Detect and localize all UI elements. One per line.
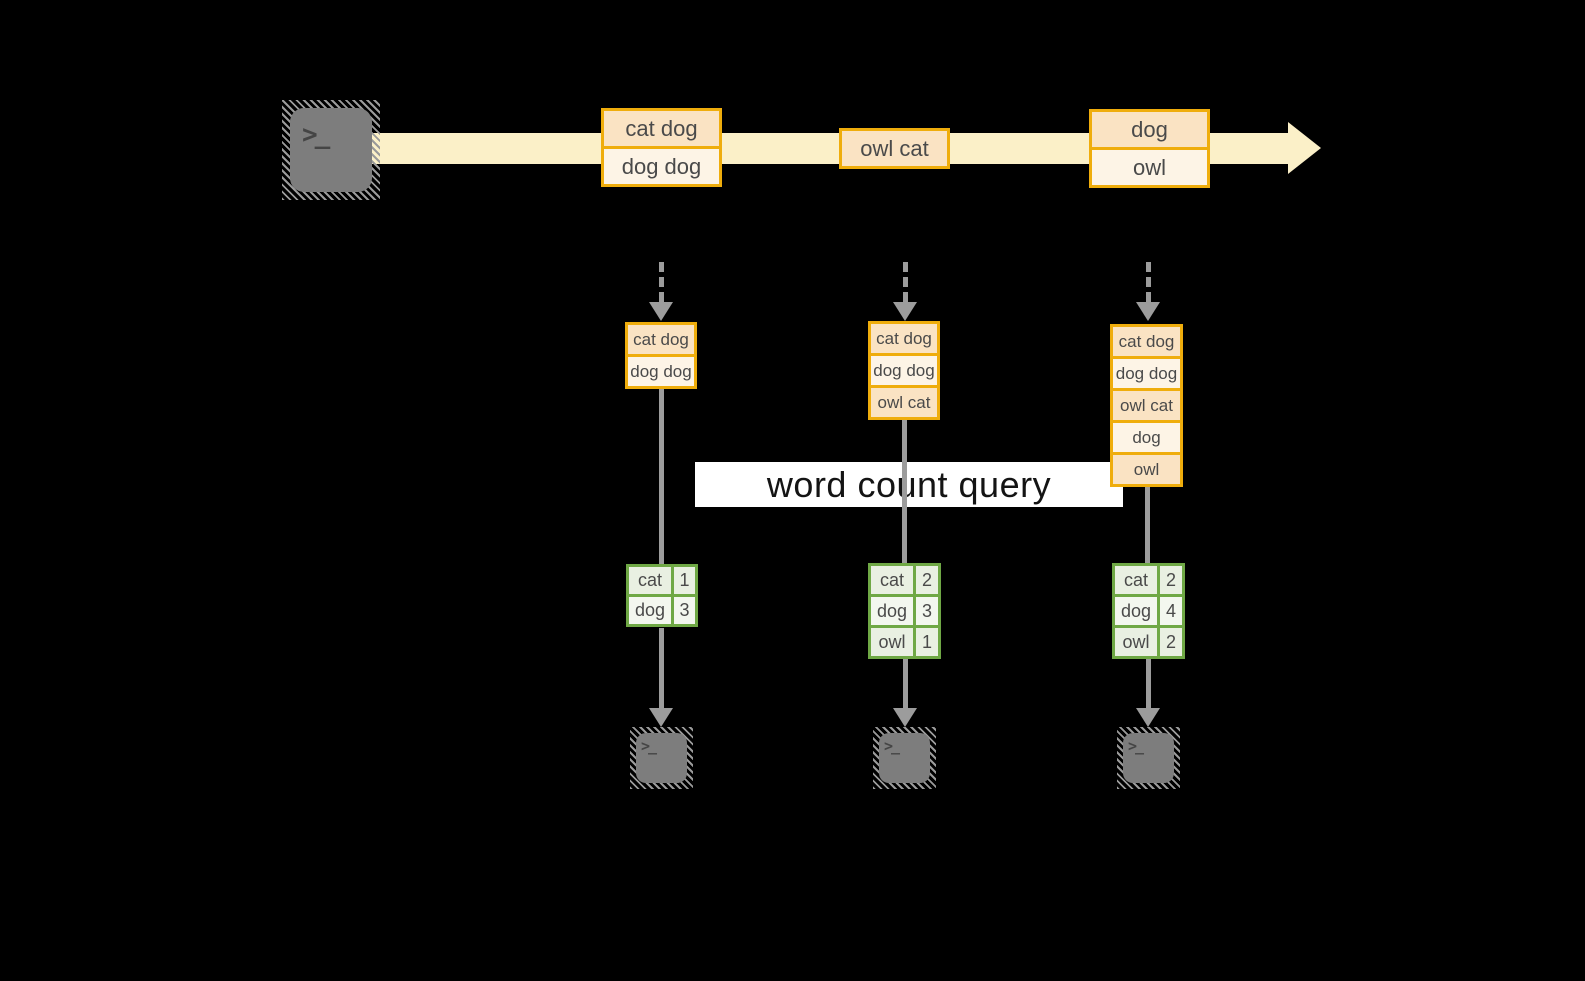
arrow-shaft (902, 262, 908, 302)
input-line-row: dog (1092, 112, 1207, 147)
terminal-sink-3-icon: >_ (1117, 727, 1180, 789)
input-line-row: cat dog (1113, 327, 1180, 356)
output-arrow-3 (1135, 658, 1161, 727)
input-line-row: owl cat (871, 385, 937, 417)
input-line-row: cat dog (604, 111, 719, 146)
arrow-shaft (1145, 658, 1151, 708)
count-cell: 3 (674, 597, 695, 624)
arrowhead-icon (649, 302, 673, 321)
input-line-row: cat dog (871, 324, 937, 353)
count-cell: 2 (1160, 628, 1182, 656)
arrowhead-icon (893, 708, 917, 727)
input-line-row: dog dog (628, 354, 694, 386)
output-arrow-2 (892, 658, 918, 727)
terminal-body (636, 733, 687, 783)
input-line-row: dog (1113, 420, 1180, 452)
word-cell: dog (629, 597, 674, 624)
word-cell: dog (1115, 597, 1160, 625)
connector-line-3 (1145, 485, 1150, 563)
terminal-source-icon: >_ (282, 100, 380, 200)
word-cell: owl (1115, 628, 1160, 656)
query-banner: word count query (695, 462, 1123, 507)
word-cell: owl (871, 628, 916, 656)
input-line-row: dog dog (604, 146, 719, 184)
terminal-body (879, 733, 930, 783)
output-arrow-1 (648, 628, 674, 727)
word-cell: cat (871, 566, 916, 594)
arrow-shaft (902, 658, 908, 708)
arrowhead-icon (649, 708, 673, 727)
count-cell: 2 (916, 566, 938, 594)
connector-line-1 (659, 387, 664, 564)
count-cell: 2 (1160, 566, 1182, 594)
count-cell: 4 (1160, 597, 1182, 625)
input-line-row: owl cat (1113, 388, 1180, 420)
terminal-body (290, 108, 372, 192)
count-cell: 1 (916, 628, 938, 656)
terminal-body (1123, 733, 1174, 783)
connector-line-2 (902, 418, 907, 563)
word-cell: cat (1115, 566, 1160, 594)
arrowhead-icon (1136, 302, 1160, 321)
timeline-batch-2: owl cat (839, 128, 950, 169)
terminal-sink-2-icon: >_ (873, 727, 936, 789)
count-cell: 1 (674, 567, 695, 594)
arrowhead-icon (893, 302, 917, 321)
word-cell: cat (629, 567, 674, 594)
input-line-row: owl cat (842, 131, 947, 166)
dashed-arrow-2 (892, 262, 918, 321)
terminal-prompt-icon: >_ (302, 120, 330, 150)
input-line-row: owl (1113, 452, 1180, 484)
terminal-sink-1-icon: >_ (630, 727, 693, 789)
terminal-prompt-icon: >_ (884, 737, 900, 755)
count-cell: 3 (916, 597, 938, 625)
stream-timeline-arrowhead-icon (1288, 122, 1321, 174)
input-line-row: dog dog (1113, 356, 1180, 388)
input-line-row: dog dog (871, 353, 937, 385)
arrow-shaft (658, 262, 664, 302)
input-line-row: owl (1092, 147, 1207, 185)
terminal-prompt-icon: >_ (641, 737, 657, 755)
dashed-arrow-3 (1135, 262, 1161, 321)
terminal-prompt-icon: >_ (1128, 737, 1144, 755)
arrow-shaft (658, 628, 664, 708)
input-line-row: cat dog (628, 325, 694, 354)
word-cell: dog (871, 597, 916, 625)
arrowhead-icon (1136, 708, 1160, 727)
arrow-shaft (1145, 262, 1151, 302)
dashed-arrow-1 (648, 262, 674, 321)
